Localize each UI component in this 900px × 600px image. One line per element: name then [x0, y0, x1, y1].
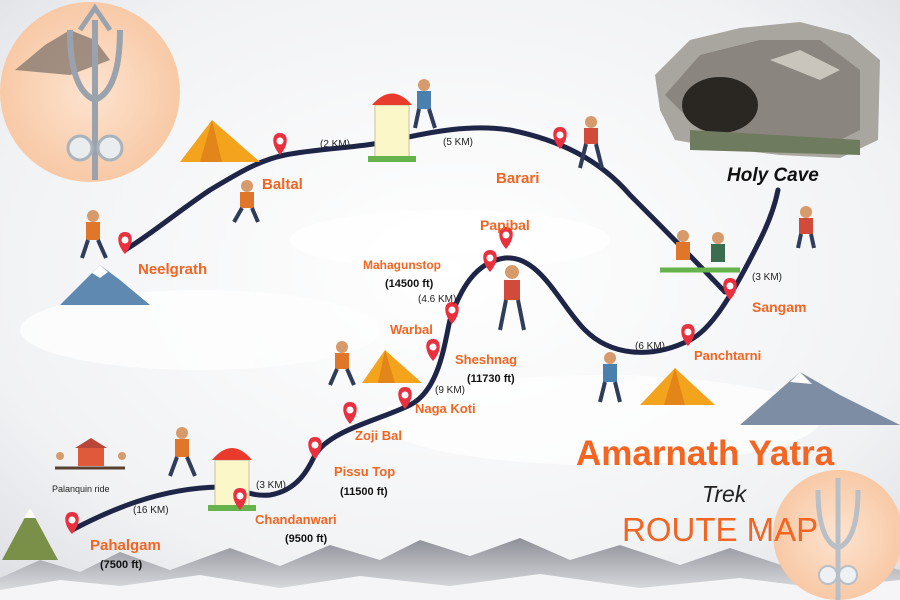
distance-label: (4.6 KM) [418, 294, 456, 305]
checkpost-icon [208, 448, 256, 511]
title-main: Amarnath Yatra [576, 434, 835, 473]
stop-label-pahalgam: Pahalgam [90, 537, 161, 554]
location-pin-icon [65, 512, 79, 534]
stop-label-baltal: Baltal [262, 176, 303, 193]
distance-label: (3 KM) [752, 272, 782, 283]
stop-label-zoji-bal: Zoji Bal [355, 428, 402, 443]
stop-label-warbal: Warbal [390, 322, 433, 337]
trekker-icon [232, 180, 260, 223]
distance-label: (16 KM) [133, 505, 169, 516]
distance-label: (2 KM) [320, 139, 350, 150]
stop-alt-sheshnag: (11730 ft) [467, 373, 515, 385]
location-pin-icon [398, 387, 412, 409]
location-pin-icon [445, 302, 459, 324]
mountain-icon [740, 372, 900, 425]
tent-icon [362, 350, 422, 383]
bottom-mountains-snow [0, 574, 900, 600]
trekker-icon [598, 352, 622, 403]
stop-label-pissu-top: Pissu Top [334, 464, 395, 479]
stop-alt-pissu-top: (11500 ft) [340, 486, 388, 498]
stop-label-sheshnag: Sheshnag [455, 352, 517, 367]
stop-label-mahagunstop: Mahagunstop [363, 258, 441, 272]
location-pin-icon [308, 437, 322, 459]
stop-label-naga-koti: Naga Koti [415, 401, 476, 416]
trekker-icon [168, 427, 197, 477]
holy-cave-label: Holy Cave [727, 165, 819, 186]
trekker-icon [413, 79, 437, 129]
trekker-icon [80, 210, 108, 259]
stop-alt-chandanwari: (9500 ft) [285, 533, 328, 545]
location-pin-icon [553, 127, 567, 149]
location-pins [65, 127, 737, 534]
title-route-map: ROUTE MAP [622, 511, 818, 548]
stop-label-chandanwari: Chandanwari [255, 512, 337, 527]
title-sub: Trek [702, 481, 748, 507]
tent-icon [180, 120, 260, 162]
distance-label: (3 KM) [256, 480, 286, 491]
clouds [20, 210, 820, 465]
location-pin-icon [343, 402, 357, 424]
stop-label-neelgrath: Neelgrath [138, 261, 207, 278]
stop-label-panchtarni: Panchtarni [694, 348, 761, 363]
stop-label-sangam: Sangam [752, 299, 806, 315]
palanquin-icon [55, 438, 126, 470]
location-pin-icon [499, 227, 513, 249]
trishul-badge-topleft [0, 2, 180, 182]
distance-label: (9 KM) [435, 385, 465, 396]
location-pin-icon [118, 232, 132, 254]
location-pin-icon [681, 324, 695, 346]
trekker-icon [328, 341, 356, 386]
holy-cave-image [655, 22, 880, 158]
text-labels: Pahalgam (7500 ft) Chandanwari (9500 ft)… [52, 137, 835, 571]
location-pin-icon [273, 133, 287, 155]
stop-alt-mahagunstop: (14500 ft) [385, 278, 434, 290]
trekker-icon [498, 265, 526, 331]
checkpost-icon [368, 93, 416, 162]
trekker-icon [660, 230, 740, 273]
tent-icon [640, 368, 715, 405]
location-pin-icon [483, 250, 497, 272]
palanquin-caption: Palanquin ride [52, 484, 110, 494]
mountain-icon [60, 265, 150, 305]
trekker-icon [578, 116, 604, 169]
location-pin-icon [426, 339, 440, 361]
distance-label: (6 KM) [635, 341, 665, 352]
stop-label-barari: Barari [496, 170, 539, 187]
location-pin-icon [233, 488, 247, 510]
stop-alt-pahalgam: (7500 ft) [100, 559, 143, 571]
location-pin-icon [723, 278, 737, 300]
trekker-icon [796, 206, 816, 249]
stop-label-papibal: Papibal [480, 217, 530, 233]
distance-label: (5 KM) [443, 137, 473, 148]
mountain-icon [2, 508, 58, 560]
trishul-badge-bottomright [773, 470, 900, 600]
